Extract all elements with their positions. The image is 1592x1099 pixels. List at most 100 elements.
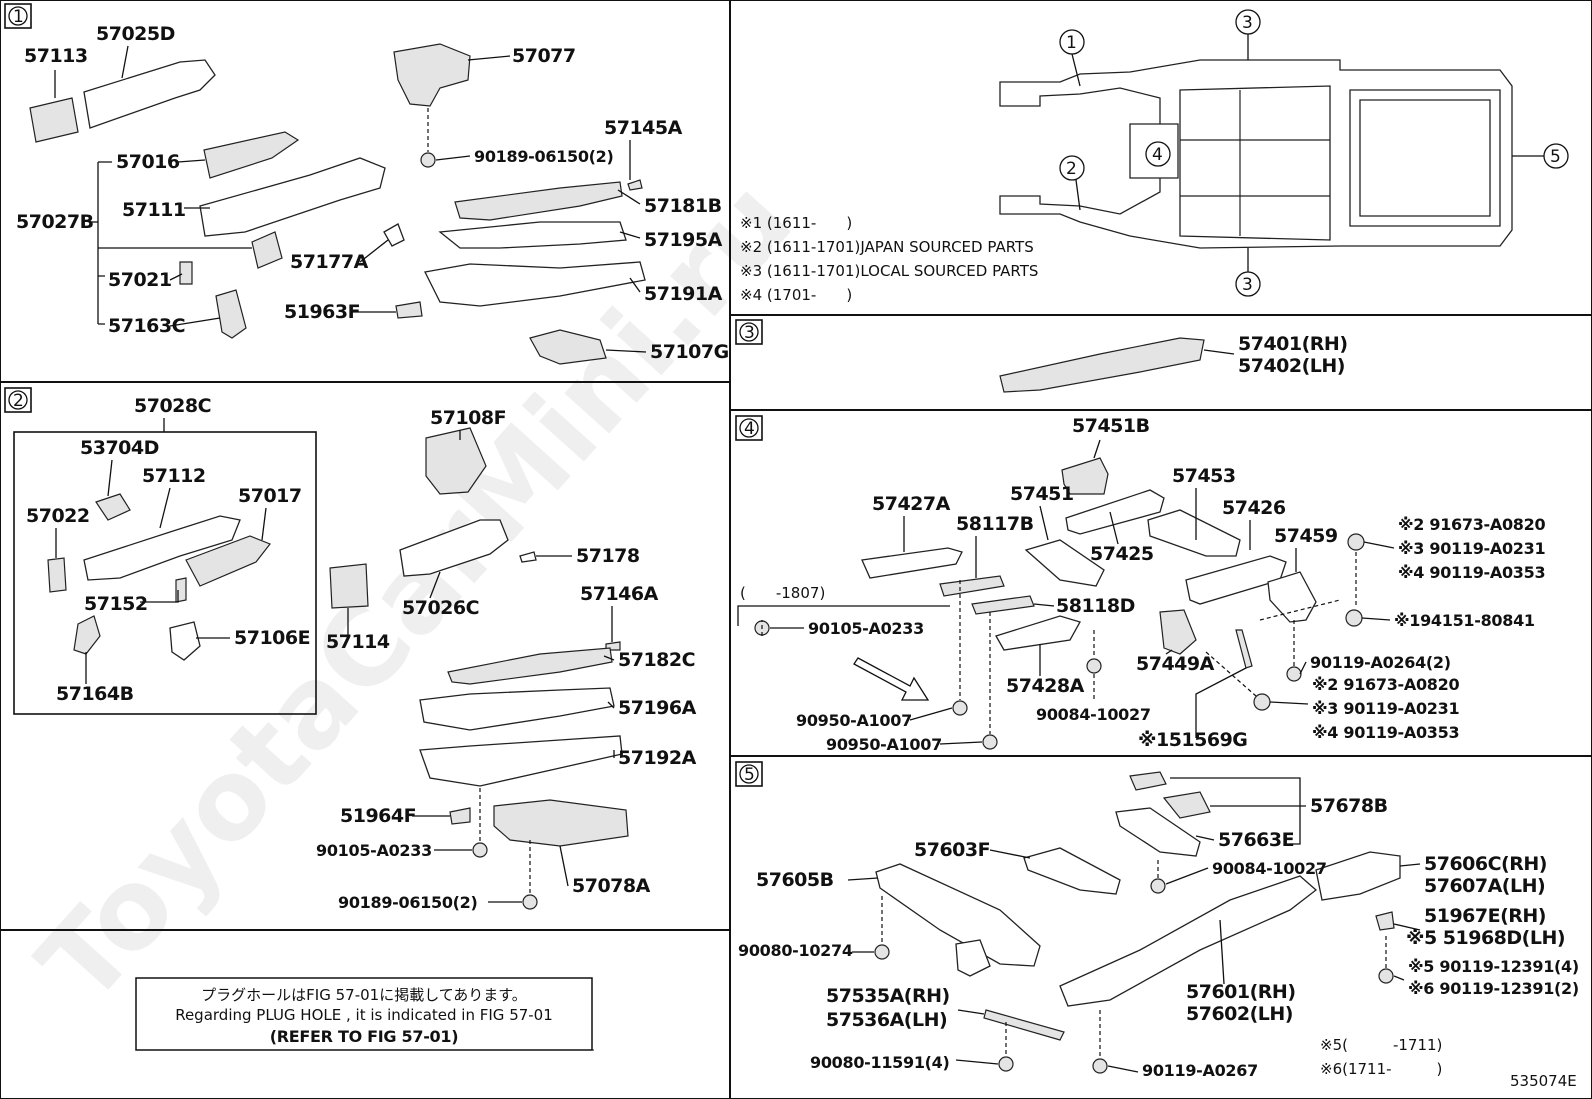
figure-code: 535074E	[1510, 1072, 1577, 1090]
section-4: 57451B 57453 57427A 57451 58117B 57426 5…	[737, 415, 1546, 754]
svg-text:1: 1	[13, 7, 24, 27]
svg-text:5: 5	[1550, 147, 1561, 167]
label-90084-10027-s4: 90084-10027	[1036, 705, 1151, 724]
label-53704D: 53704D	[80, 437, 159, 459]
label-90189-06150: 90189-06150(2)	[474, 147, 614, 166]
svg-text:4: 4	[1152, 145, 1163, 165]
label-57451B: 57451B	[1072, 415, 1150, 437]
label-57605B: 57605B	[756, 869, 834, 891]
label-90105-A0233-s4: 90105-A0233	[808, 619, 924, 638]
svg-text:2: 2	[13, 391, 24, 411]
label-57108F: 57108F	[430, 407, 506, 429]
label-57028C: 57028C	[134, 395, 211, 417]
legend-note-2: ※2 (1611-1701)JAPAN SOURCED PARTS	[740, 238, 1034, 256]
label-90119-A0264: 90119-A0264(2)	[1310, 653, 1451, 672]
legend-note-3: ※3 (1611-1701)LOCAL SOURCED PARTS	[740, 262, 1038, 280]
plug-note-ref: (REFER TO FIG 57-01)	[270, 1027, 458, 1046]
label-57022: 57022	[26, 505, 90, 527]
label-57163C: 57163C	[108, 315, 185, 337]
label-57607A: 57607A(LH)	[1424, 875, 1545, 897]
label-57195A: 57195A	[644, 229, 723, 251]
label-90084-10027-s5: 90084-10027	[1212, 859, 1327, 878]
label-57536A: 57536A(LH)	[826, 1009, 947, 1031]
overview-callout-3-bottom: 3	[1235, 248, 1261, 297]
legend-notes: ※1 (1611- ) ※2 (1611-1701)JAPAN SOURCED …	[740, 214, 1038, 304]
section-marker-1: 1	[4, 3, 32, 29]
label-51569G: ※151569G	[1138, 729, 1247, 751]
label-90080-11591: 90080-11591(4)	[810, 1053, 950, 1072]
note-6: ※6(1711- )	[1320, 1060, 1442, 1078]
label-57428A: 57428A	[1006, 675, 1085, 697]
label-57107G: 57107G	[650, 341, 729, 363]
label-57426: 57426	[1222, 497, 1286, 519]
label-57025D: 57025D	[96, 23, 175, 45]
section-2: 57028C 57108F 53704D 57112 57017 57022 5…	[13, 395, 697, 912]
label-57451: 57451	[1010, 483, 1074, 505]
label-57196A: 57196A	[618, 697, 697, 719]
label-57459: 57459	[1274, 525, 1338, 547]
section-1: 57113 57025D 57077 90189-06150(2) 57145A…	[16, 23, 729, 365]
label-57112: 57112	[142, 465, 206, 487]
label-57077: 57077	[512, 45, 576, 67]
label-57602: 57602(LH)	[1186, 1003, 1293, 1025]
direction-arrow-icon	[853, 657, 930, 701]
label-ref-90119-A0353-a: ※4 90119-A0353	[1398, 563, 1545, 582]
overview-callout-4: 4	[1145, 141, 1171, 167]
label-57606C: 57606C(RH)	[1424, 853, 1547, 875]
label-57026C: 57026C	[402, 597, 479, 619]
section-5: 57678B 57663E 57603F 90084-10027 57606C(…	[738, 771, 1579, 1090]
svg-text:1: 1	[1066, 33, 1077, 53]
label-57113: 57113	[24, 45, 88, 67]
label-57021: 57021	[108, 269, 172, 291]
label-57178: 57178	[576, 545, 640, 567]
label-57106E: 57106E	[234, 627, 310, 649]
label-57016: 57016	[116, 151, 180, 173]
label-ref-90119-A0231-b: ※3 90119-A0231	[1312, 699, 1459, 718]
assembly-box-57028C	[13, 431, 317, 715]
svg-text:5: 5	[744, 765, 755, 785]
svg-text:3: 3	[1242, 275, 1253, 295]
overview-callout-2: 2	[1059, 155, 1085, 211]
label-ref-194151-80841: ※194151-80841	[1394, 611, 1535, 630]
label-57678B: 57678B	[1310, 795, 1388, 817]
label-57114: 57114	[326, 631, 390, 653]
label-57663E: 57663E	[1218, 829, 1294, 851]
overview-callout-5: 5	[1512, 143, 1569, 169]
label-90105-A0233: 90105-A0233	[316, 841, 432, 860]
part-57111-shape	[199, 157, 386, 237]
label-57453: 57453	[1172, 465, 1236, 487]
svg-text:3: 3	[1242, 13, 1253, 33]
label-57603F: 57603F	[914, 839, 990, 861]
part-57025D-shape	[83, 59, 216, 129]
label-51963F: 51963F	[284, 301, 360, 323]
label-ref-91673-A0820-a: ※2 91673-A0820	[1398, 515, 1545, 534]
label-ref-90119-12391-4: ※5 90119-12391(4)	[1408, 957, 1579, 976]
svg-text:2: 2	[1066, 159, 1077, 179]
label-57164B: 57164B	[56, 683, 134, 705]
label-57192A: 57192A	[618, 747, 697, 769]
section-3: 57401(RH) 57402(LH)	[999, 333, 1348, 393]
section-marker-5: 5	[735, 761, 763, 787]
frame-overview: 1 2 3 3 4 5	[999, 9, 1569, 297]
overview-callout-1: 1	[1059, 29, 1085, 87]
label-57191A: 57191A	[644, 283, 723, 305]
label-ref-90119-A0231-a: ※3 90119-A0231	[1398, 539, 1545, 558]
svg-text:3: 3	[744, 323, 755, 343]
section-marker-4: 4	[735, 415, 763, 441]
label-90950-A1007-a: 90950-A1007	[796, 711, 912, 730]
label-57146A: 57146A	[580, 583, 659, 605]
label-90119-A0267: 90119-A0267	[1142, 1061, 1258, 1080]
part-57016-shape	[203, 131, 300, 179]
plug-note-en: Regarding PLUG HOLE , it is indicated in…	[175, 1006, 553, 1024]
label-51967E: 51967E(RH)	[1424, 905, 1546, 927]
overview-callout-3-top: 3	[1235, 9, 1261, 60]
label-57152: 57152	[84, 593, 148, 615]
label-57401RH: 57401(RH)	[1238, 333, 1348, 355]
label-57111: 57111	[122, 199, 186, 221]
note-5: ※5( -1711)	[1320, 1036, 1442, 1054]
part-57113-shape	[29, 97, 79, 143]
label-58117B: 58117B	[956, 513, 1034, 535]
svg-text:4: 4	[744, 419, 755, 439]
